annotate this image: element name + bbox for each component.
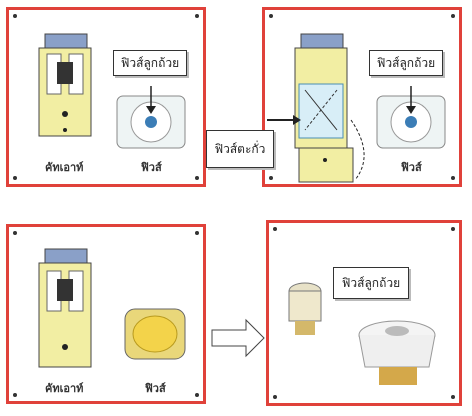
- corner-screw: [451, 14, 455, 18]
- cup-fuse-callout: ฟิวส์ลูกถ้วย: [369, 50, 443, 76]
- cutout-diagram-3: [38, 248, 186, 368]
- corner-screw: [451, 227, 455, 231]
- corner-screw: [269, 14, 273, 18]
- corner-screw: [195, 14, 199, 18]
- fuse-caption: ฟิวส์: [141, 161, 162, 174]
- lead-fuse-callout: ฟิวส์ตะกั่ว: [206, 130, 274, 168]
- corner-screw: [13, 176, 17, 180]
- fuse-caption: ฟิวส์: [145, 382, 166, 395]
- panel-cup-fuse-closeup: ฟิวส์ลูกถ้วย: [266, 220, 462, 406]
- corner-screw: [13, 393, 17, 397]
- corner-screw: [13, 231, 17, 235]
- cutout-caption: คัทเอาท์: [45, 161, 84, 174]
- corner-screw: [451, 176, 455, 180]
- cutout-diagram-1: [38, 33, 186, 149]
- corner-screw: [273, 395, 277, 399]
- cup-fuse-photo: [288, 282, 436, 385]
- corner-screw: [195, 393, 199, 397]
- panel-cutout-with-cup-fuse: ฟิวส์ลูกถ้วย คัทเอาท์ ฟิวส์: [6, 7, 206, 187]
- corner-screw: [451, 395, 455, 399]
- corner-screw: [273, 227, 277, 231]
- cup-fuse-callout: ฟิวส์ลูกถ้วย: [113, 50, 187, 76]
- panel-cutout-with-lead-fuse: ฟิวส์ลูกถ้วย ฟิวส์: [262, 7, 462, 187]
- cutout-diagram-2: [267, 33, 446, 183]
- fuse-caption: ฟิวส์: [401, 161, 422, 174]
- cup-fuse-callout: ฟิวส์ลูกถ้วย: [333, 267, 409, 299]
- cutout-caption: คัทเอาท์: [45, 382, 84, 395]
- panel-cutout-with-round-fuse: คัทเอาท์ ฟิวส์: [6, 224, 206, 404]
- corner-screw: [195, 176, 199, 180]
- corner-screw: [13, 14, 17, 18]
- corner-screw: [269, 176, 273, 180]
- corner-screw: [195, 231, 199, 235]
